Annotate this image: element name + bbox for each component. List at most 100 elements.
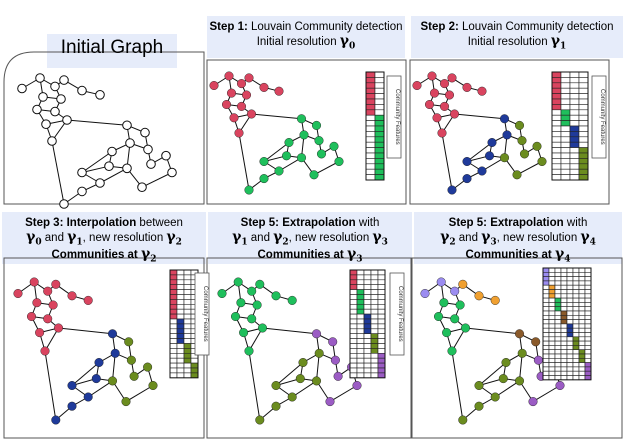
step5b-features-cell bbox=[584, 362, 592, 368]
step5a-graph-node bbox=[352, 381, 362, 391]
step5b-features-cell bbox=[560, 332, 568, 338]
step3-features-cell bbox=[183, 269, 192, 276]
step5b-features-cell bbox=[560, 267, 568, 273]
step1-features-cell bbox=[374, 163, 385, 170]
step3-features-label-box bbox=[194, 272, 210, 356]
step1-title: Step 1: Louvain Community detection Init… bbox=[209, 21, 403, 52]
step1-graph-edge bbox=[313, 161, 340, 176]
step5b-features-cell bbox=[560, 314, 568, 320]
step5a-features-cell bbox=[370, 303, 379, 310]
step5a-features-cell bbox=[363, 357, 372, 364]
step3-features-cell bbox=[183, 299, 192, 305]
step2-features-cell bbox=[569, 168, 580, 175]
step3-features-cell bbox=[169, 348, 178, 354]
step3-features-cell bbox=[169, 318, 178, 325]
step1-graph-node bbox=[259, 156, 269, 166]
step5a-features-cell bbox=[377, 303, 386, 310]
step5b-features-cell bbox=[566, 276, 574, 282]
step5b-features-cell bbox=[584, 319, 592, 325]
step5b-graph-edge bbox=[465, 327, 520, 335]
initial-graph-node bbox=[77, 186, 87, 197]
step5b-features-cell bbox=[572, 375, 580, 381]
step3-features-cell bbox=[169, 313, 178, 320]
step5b-graph-node bbox=[528, 397, 538, 407]
step5b-features-cell bbox=[572, 284, 580, 290]
step5b-features-cell bbox=[542, 357, 550, 363]
initial-graph-edge bbox=[81, 151, 113, 173]
step3-features-cell bbox=[176, 367, 185, 374]
step5a-features-cell bbox=[377, 343, 386, 349]
step1-features-cell bbox=[365, 77, 376, 84]
step5b-features-cell bbox=[578, 314, 586, 320]
step5a-features-matrix bbox=[349, 269, 386, 379]
step5b-graph-node bbox=[420, 289, 430, 299]
step5b-features-cell bbox=[560, 323, 568, 329]
step5b-features-cell bbox=[560, 319, 568, 325]
step1-graph-node bbox=[282, 151, 292, 161]
step5b-features-cell bbox=[584, 349, 592, 355]
step5b-graph-node bbox=[474, 291, 484, 301]
step3-features-cell bbox=[176, 289, 185, 295]
step1-features-cell bbox=[365, 131, 376, 138]
step2-features-cell bbox=[569, 82, 580, 89]
step2-features-cell bbox=[560, 174, 571, 181]
step3-features-cell bbox=[169, 308, 178, 315]
step3-graph-edge bbox=[112, 353, 116, 381]
step3-features-cell bbox=[169, 352, 178, 359]
step5a-graph-node bbox=[255, 279, 265, 289]
step5b-features-cell bbox=[548, 319, 556, 325]
step1-graph-edge bbox=[251, 113, 302, 120]
step5b-features-cell bbox=[578, 336, 586, 342]
step2-features-cell bbox=[551, 87, 562, 94]
step5b-features-cell bbox=[548, 323, 556, 329]
step5a-features-cell bbox=[356, 367, 365, 374]
step1-graph-node bbox=[244, 185, 254, 195]
step5b-graph-edge bbox=[519, 353, 523, 381]
step3-features-cell bbox=[183, 284, 192, 290]
step2-graph-node bbox=[445, 90, 455, 100]
step2-features-cell bbox=[560, 141, 571, 148]
step1-graph-edge bbox=[263, 142, 290, 162]
step5b-features-cell bbox=[554, 306, 562, 312]
step3-features-cell bbox=[169, 357, 178, 364]
step2-graph-node bbox=[427, 71, 437, 81]
initial-graph-node bbox=[107, 146, 117, 157]
step3-graph-node bbox=[27, 312, 37, 322]
step1-features-label-box bbox=[386, 75, 402, 159]
step5b-features-cell bbox=[566, 267, 574, 273]
step3-features-cell bbox=[176, 294, 185, 300]
step2-features-cell bbox=[551, 125, 562, 132]
step5b-features-cell bbox=[578, 345, 586, 350]
step3-graph-node bbox=[91, 374, 101, 384]
step5a-features-cell bbox=[377, 289, 386, 295]
step3-features-cell bbox=[169, 294, 178, 300]
step5b-features-cell bbox=[566, 297, 574, 303]
step5b-graph-node bbox=[434, 312, 444, 322]
step2-features-cell bbox=[560, 93, 571, 100]
step5b-graph-node bbox=[533, 355, 543, 365]
step5b-features-cell bbox=[566, 340, 574, 346]
step5b-features-cell bbox=[554, 375, 562, 381]
step5b-graph-edge bbox=[532, 385, 561, 403]
step3-features-cell bbox=[176, 352, 185, 359]
step5a-features-cell bbox=[377, 269, 386, 276]
initial-graph-node bbox=[35, 73, 45, 83]
step2-graph-node bbox=[425, 99, 435, 109]
step5b-features-cell bbox=[566, 366, 574, 372]
step2-features-cell bbox=[578, 136, 589, 143]
step3-features-cell bbox=[190, 367, 199, 374]
step1-features-cell bbox=[365, 98, 376, 105]
initial-graph-node bbox=[38, 92, 48, 102]
step2-features-cell bbox=[569, 158, 580, 165]
step3-features-cell bbox=[183, 328, 192, 334]
step3-graph-node bbox=[54, 323, 64, 333]
step5b-features-cell bbox=[554, 353, 562, 359]
step5a-features-cell bbox=[377, 308, 386, 315]
step3-features-cell bbox=[169, 372, 178, 379]
step2-features-cell bbox=[578, 87, 589, 94]
step3-features-cell bbox=[176, 338, 185, 344]
step5b-features-cell bbox=[584, 314, 592, 320]
step3-features-cell bbox=[183, 362, 192, 369]
step5b-features-cell bbox=[542, 345, 550, 350]
